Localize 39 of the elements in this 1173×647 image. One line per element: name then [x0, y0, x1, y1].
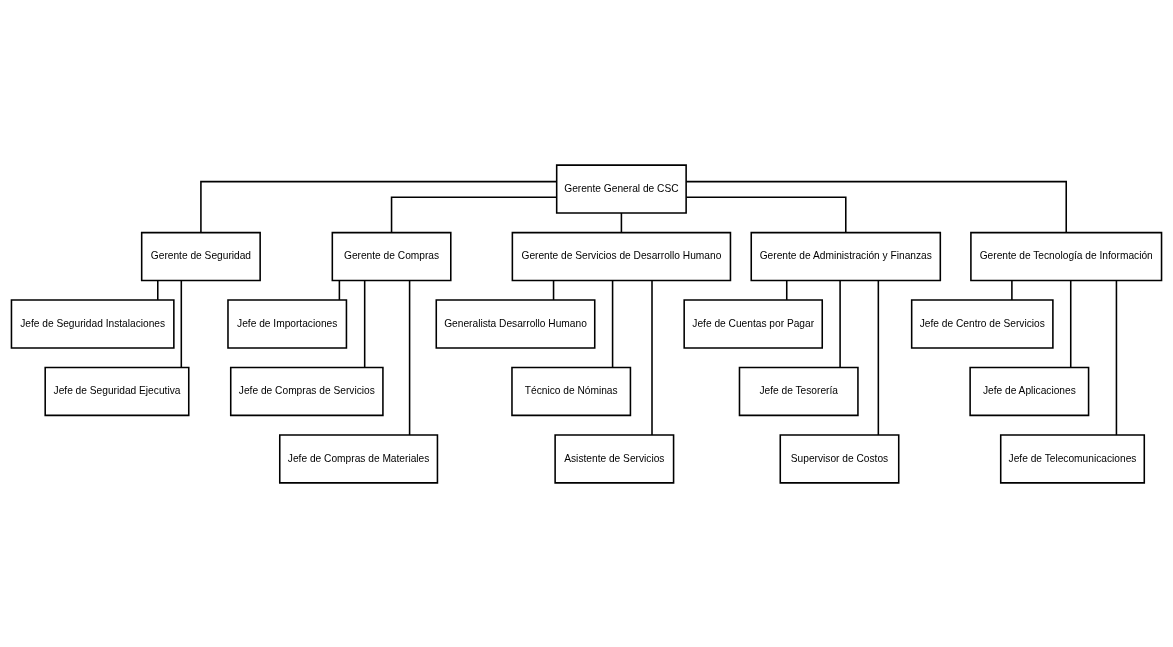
- node-box: Gerente de Tecnología de Información: [970, 231, 1163, 281]
- node-box: Jefe de Telecomunicaciones: [999, 433, 1146, 484]
- node-box: Jefe de Compras de Materiales: [278, 433, 439, 484]
- connector: [651, 279, 653, 436]
- node-box: Jefe de Seguridad Instalaciones: [10, 298, 175, 349]
- node-box: Generalista Desarrollo Humano: [435, 298, 596, 349]
- connector: [785, 279, 788, 301]
- connector: [390, 196, 558, 233]
- node-box: Gerente General de CSC: [555, 163, 687, 214]
- connector: [552, 279, 555, 301]
- node-box: Supervisor de Costos: [779, 433, 900, 484]
- connector: [685, 180, 1067, 233]
- node-box: Gerente de Compras: [331, 231, 452, 281]
- node-box: Gerente de Seguridad: [140, 231, 261, 281]
- node-box: Técnico de Nóminas: [511, 366, 632, 416]
- connector: [200, 180, 558, 233]
- connector: [839, 279, 841, 368]
- connector: [685, 196, 847, 233]
- node-box: Jefe de Seguridad Ejecutiva: [44, 366, 190, 416]
- connector: [363, 279, 366, 368]
- connector: [338, 279, 341, 301]
- connector: [611, 279, 614, 368]
- connector: [620, 211, 623, 233]
- node-box: Jefe de Cuentas por Pagar: [683, 298, 824, 349]
- connector: [877, 279, 880, 436]
- connector: [180, 279, 183, 368]
- node-box: Asistente de Servicios: [554, 433, 675, 484]
- connector: [1011, 279, 1013, 301]
- connector: [408, 279, 411, 436]
- connector: [157, 279, 159, 301]
- node-box: Jefe de Aplicaciones: [969, 366, 1090, 416]
- node-box: Gerente de Servicios de Desarrollo Humano: [511, 231, 732, 281]
- node-box: Jefe de Compras de Servicios: [229, 366, 384, 416]
- connector: [1115, 279, 1118, 436]
- connector: [1069, 279, 1072, 368]
- node-box: Jefe de Tesorería: [738, 366, 859, 416]
- node-box: Jefe de Centro de Servicios: [910, 298, 1054, 349]
- node-box: Jefe de Importaciones: [227, 298, 348, 349]
- node-box: Gerente de Administración y Finanzas: [750, 231, 942, 281]
